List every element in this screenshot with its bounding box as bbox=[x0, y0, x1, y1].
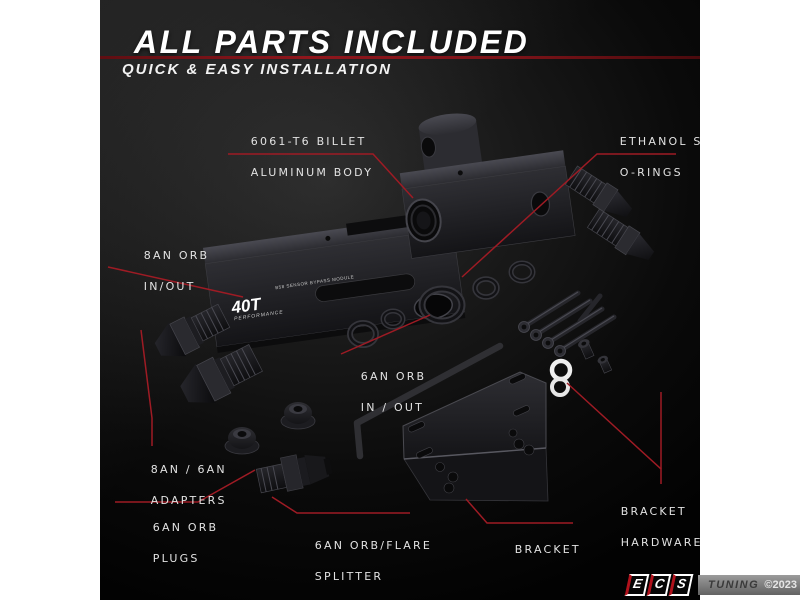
label-line: HARDWARE bbox=[620, 535, 700, 549]
label-splitter: 6AN ORB/FLARE SPLITTER bbox=[292, 522, 432, 600]
label-line: ALUMINUM BODY bbox=[250, 165, 374, 179]
callout-6an-orb bbox=[340, 314, 431, 355]
product-photo-stage: ALL PARTS INCLUDED QUICK & EASY INSTALLA… bbox=[100, 0, 700, 600]
label-line: IN/OUT bbox=[143, 279, 196, 293]
aluminum-body-left-part: 40T PERFORMANCE B58 SENSOR BYPASS MODULE bbox=[202, 209, 466, 353]
watermark-year-text: ©2023 bbox=[764, 579, 797, 591]
label-8an-orb: 8AN ORB IN/OUT bbox=[121, 232, 209, 310]
label-line: ADAPTERS bbox=[150, 493, 227, 507]
label-line: 6AN ORB/FLARE bbox=[314, 538, 433, 552]
ecs-letter: C bbox=[646, 574, 672, 596]
an8-fitting-1 bbox=[564, 165, 633, 217]
label-bracket-hardware: BRACKET HARDWARE bbox=[598, 488, 700, 566]
label-line: 8AN ORB bbox=[143, 248, 210, 262]
short-screws-group bbox=[578, 339, 613, 374]
bracket-part bbox=[402, 371, 549, 502]
label-line: SPLITTER bbox=[314, 569, 384, 583]
label-line: IN / OUT bbox=[360, 400, 424, 414]
aluminum-body-right-part bbox=[399, 113, 576, 259]
screws-group bbox=[518, 290, 617, 357]
allen-key bbox=[353, 342, 504, 460]
white-o-rings bbox=[549, 358, 573, 397]
page-subtitle: QUICK & EASY INSTALLATION bbox=[122, 61, 393, 78]
label-6an-orb: 6AN ORB IN / OUT bbox=[338, 353, 426, 431]
label-ethanol-orings: ETHANOL SAFE O-RINGS bbox=[597, 118, 700, 196]
label-line: BRACKET bbox=[620, 504, 687, 518]
adapter-fitting-1 bbox=[154, 303, 231, 357]
label-bracket: BRACKET bbox=[492, 526, 581, 573]
callout-bracket-hardware-a bbox=[566, 382, 662, 484]
ecs-logo: E C S bbox=[624, 574, 694, 596]
label-aluminum-body: 6061-T6 BILLET ALUMINUM BODY bbox=[228, 118, 373, 196]
callout-bracket bbox=[465, 498, 573, 524]
an8-fitting-2 bbox=[586, 208, 655, 260]
ecs-letter: E bbox=[624, 574, 650, 596]
header-rule bbox=[100, 56, 700, 59]
label-line: 6AN ORB bbox=[152, 520, 219, 534]
plug-1 bbox=[224, 427, 260, 455]
label-line: O-RINGS bbox=[619, 165, 683, 179]
parts-illustration: 40T PERFORMANCE B58 SENSOR BYPASS MODULE bbox=[107, 113, 676, 524]
label-line: ETHANOL SAFE bbox=[619, 134, 700, 148]
label-plugs: 6AN ORB PLUGS bbox=[130, 504, 218, 582]
label-line: BRACKET bbox=[514, 542, 581, 556]
watermark-tuning-text: TUNING bbox=[708, 579, 760, 591]
label-line: PLUGS bbox=[152, 551, 200, 565]
callout-splitter bbox=[271, 496, 410, 514]
callout-ethanol-orings bbox=[461, 153, 676, 278]
callout-aluminum-body bbox=[228, 153, 414, 199]
block-logo-text: 40T bbox=[229, 294, 263, 317]
adapter-fitting-2 bbox=[180, 344, 263, 403]
plug-2 bbox=[280, 402, 316, 430]
label-adapters: 8AN / 6AN ADAPTERS bbox=[128, 446, 227, 524]
splitter-part bbox=[255, 454, 333, 494]
watermark-bar: TUNING ©2023 bbox=[698, 575, 800, 595]
callout-plugs bbox=[115, 469, 256, 503]
callout-lines bbox=[107, 153, 676, 524]
callout-adapters bbox=[140, 329, 153, 446]
label-line: 6AN ORB bbox=[360, 369, 427, 383]
callout-8an-orb bbox=[107, 266, 244, 298]
label-line: 6061-T6 BILLET bbox=[250, 134, 367, 148]
label-line: 8AN / 6AN bbox=[150, 462, 227, 476]
page-title: ALL PARTS INCLUDED bbox=[134, 24, 530, 60]
